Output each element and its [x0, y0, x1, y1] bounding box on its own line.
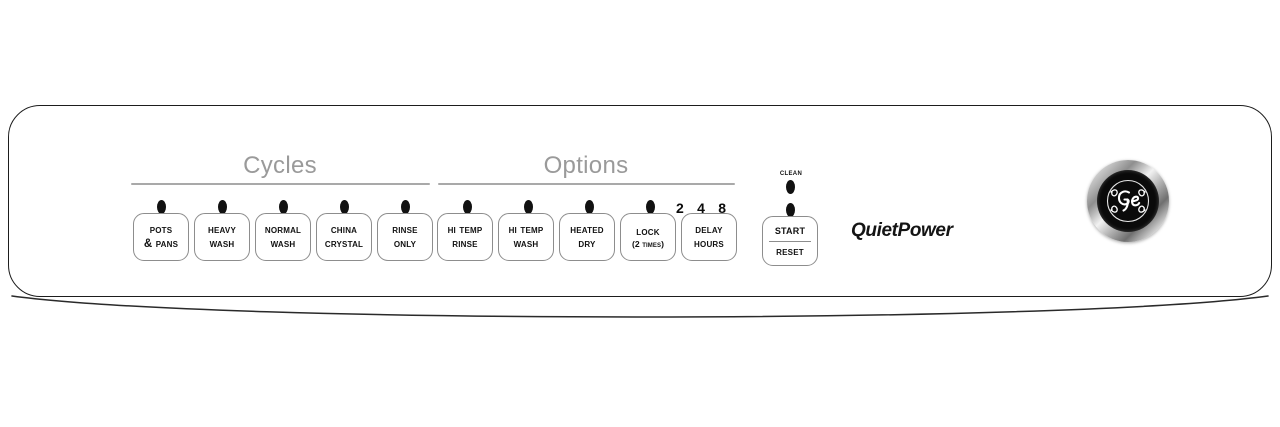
- button-label-line1: Pots: [149, 223, 173, 236]
- button-label-line1: Hi Temp: [447, 223, 483, 236]
- button-label-line1: China: [330, 223, 358, 236]
- led-hi-temp-wash: [524, 200, 533, 214]
- led-hi-temp-rinse: [463, 200, 472, 214]
- section-heading-options: Options: [543, 152, 629, 179]
- delay-hours-mark-4: 4: [697, 200, 705, 216]
- section-rule-cycles: [131, 183, 430, 185]
- led-rinse-only: [401, 200, 410, 214]
- button-label-line1: Heated: [570, 223, 604, 236]
- button-hi-temp-wash[interactable]: Hi Temp Wash: [498, 213, 554, 261]
- button-rinse-only[interactable]: Rinse Only: [377, 213, 433, 261]
- section-rule-options: [438, 183, 735, 185]
- button-label-line2: & Pans: [143, 238, 179, 250]
- ge-logo-badge: [1087, 160, 1169, 242]
- button-label-line2: Dry: [578, 238, 596, 250]
- button-normal-wash[interactable]: Normal Wash: [255, 213, 311, 261]
- button-lock[interactable]: Lock (2 Times): [620, 213, 676, 261]
- led-pots-pans: [157, 200, 166, 214]
- button-label-reset: Reset: [776, 246, 804, 259]
- button-label-line1: Normal: [264, 223, 302, 236]
- button-label-line2: Only: [393, 238, 417, 250]
- section-heading-cycles: Cycles: [243, 152, 317, 179]
- button-label-line2: Rinse: [452, 238, 478, 250]
- led-start: [786, 203, 795, 217]
- button-delay-hours[interactable]: Delay Hours: [681, 213, 737, 261]
- button-label-line2: Crystal: [324, 238, 364, 250]
- delay-hours-mark-8: 8: [718, 200, 726, 216]
- button-label-line1: Heavy: [208, 223, 236, 236]
- button-hi-temp-rinse[interactable]: Hi Temp Rinse: [437, 213, 493, 261]
- button-label-line1: Lock: [636, 225, 660, 238]
- quietpower-wordmark: QuietPower: [851, 220, 953, 241]
- button-heavy-wash[interactable]: Heavy Wash: [194, 213, 250, 261]
- led-clean: [786, 180, 795, 194]
- button-label-line1: Rinse: [392, 223, 418, 236]
- button-label-line2: Wash: [270, 238, 296, 250]
- button-label-line1: Delay: [695, 223, 723, 236]
- button-label-line2: (2 Times): [631, 238, 665, 249]
- button-pots-pans[interactable]: Pots & Pans: [133, 213, 189, 261]
- button-label-line2: Wash: [209, 238, 235, 250]
- delay-hours-marks: 2 4 8: [676, 200, 726, 216]
- start-reset-divider: [768, 241, 812, 243]
- led-lock: [646, 200, 655, 214]
- button-label-line2: Wash: [513, 238, 539, 250]
- ge-monogram-icon: [1097, 170, 1159, 232]
- clean-indicator-label: Clean: [779, 167, 803, 177]
- button-label-start: Start: [774, 223, 806, 237]
- led-normal-wash: [279, 200, 288, 214]
- button-china-crystal[interactable]: China Crystal: [316, 213, 372, 261]
- button-label-line2: Hours: [694, 238, 724, 250]
- led-heated-dry: [585, 200, 594, 214]
- button-heated-dry[interactable]: Heated Dry: [559, 213, 615, 261]
- delay-hours-mark-2: 2: [676, 200, 684, 216]
- led-heavy-wash: [218, 200, 227, 214]
- button-label-line1: Hi Temp: [508, 223, 544, 236]
- console-panel: [8, 105, 1272, 297]
- button-start-reset[interactable]: Start Reset: [762, 216, 818, 266]
- led-china-crystal: [340, 200, 349, 214]
